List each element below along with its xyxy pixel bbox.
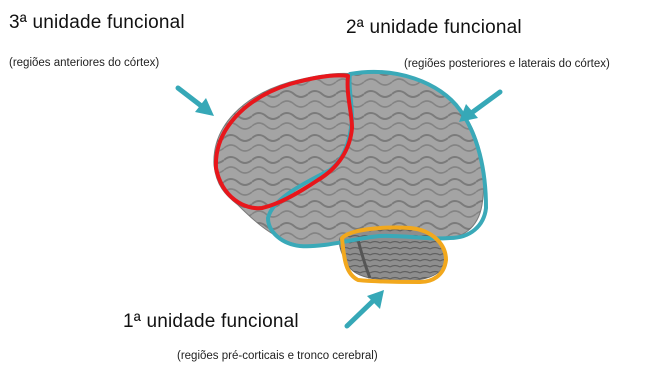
unit3-subtitle: (regiões anteriores do córtex): [9, 57, 159, 69]
arrow-icon-unit3: [178, 88, 214, 116]
unit1-title: 1ª unidade funcional: [123, 311, 299, 333]
arrow-icon-unit1: [347, 290, 384, 326]
unit2-subtitle: (regiões posteriores e laterais do córte…: [404, 58, 610, 70]
unit1-subtitle: (regiões pré-corticais e tronco cerebral…: [177, 350, 378, 362]
unit3-title: 3ª unidade funcional: [9, 12, 185, 34]
unit2-title: 2ª unidade funcional: [346, 17, 522, 39]
arrow-icon-unit2: [459, 92, 500, 122]
